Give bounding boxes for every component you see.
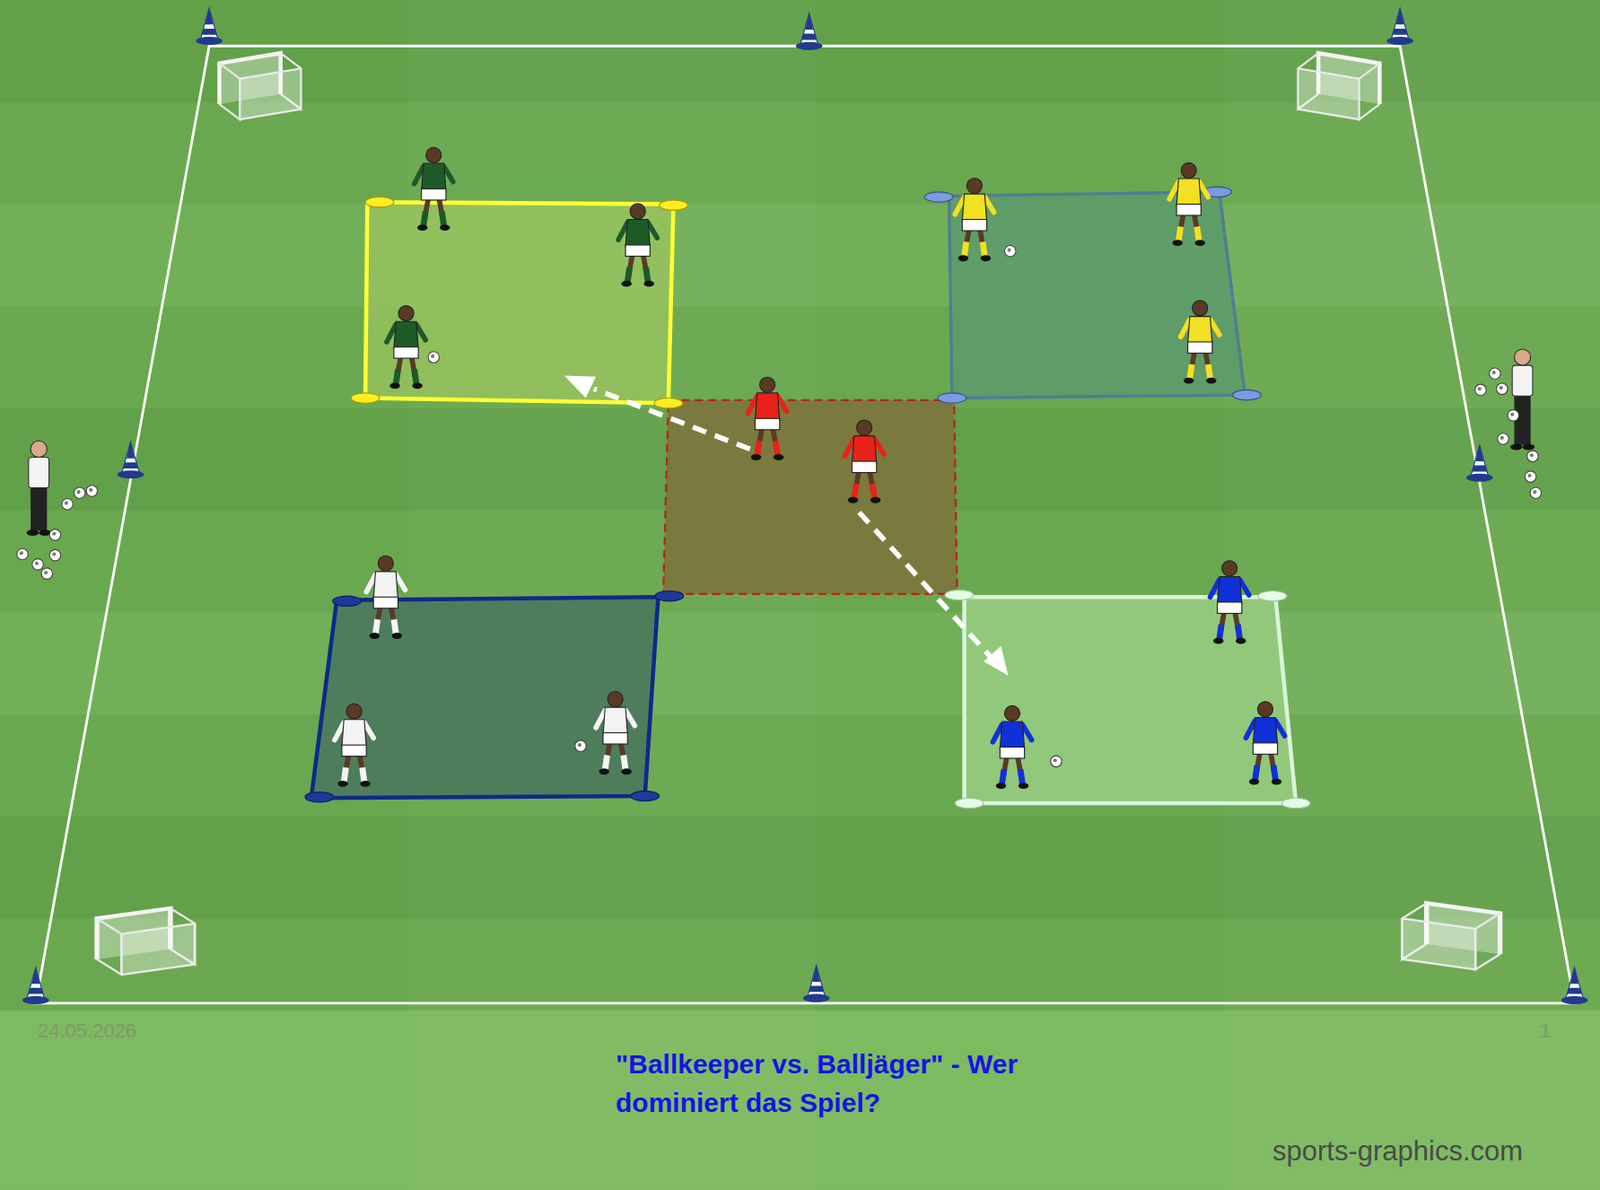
cones xyxy=(22,8,1588,1005)
date-label: 24.05.2026 xyxy=(37,1019,137,1043)
page-number: 1 xyxy=(1539,1019,1551,1043)
grid-squares xyxy=(305,186,1311,809)
watermark: sports-graphics.com xyxy=(1272,1135,1523,1168)
field-line xyxy=(35,45,1575,1004)
drill-title: "Ballkeeper vs. Balljäger" - Wer dominie… xyxy=(615,1044,1056,1122)
pass-arrows xyxy=(564,375,1009,676)
players xyxy=(334,147,1286,789)
goals xyxy=(96,52,1501,975)
coaches xyxy=(17,349,1542,579)
